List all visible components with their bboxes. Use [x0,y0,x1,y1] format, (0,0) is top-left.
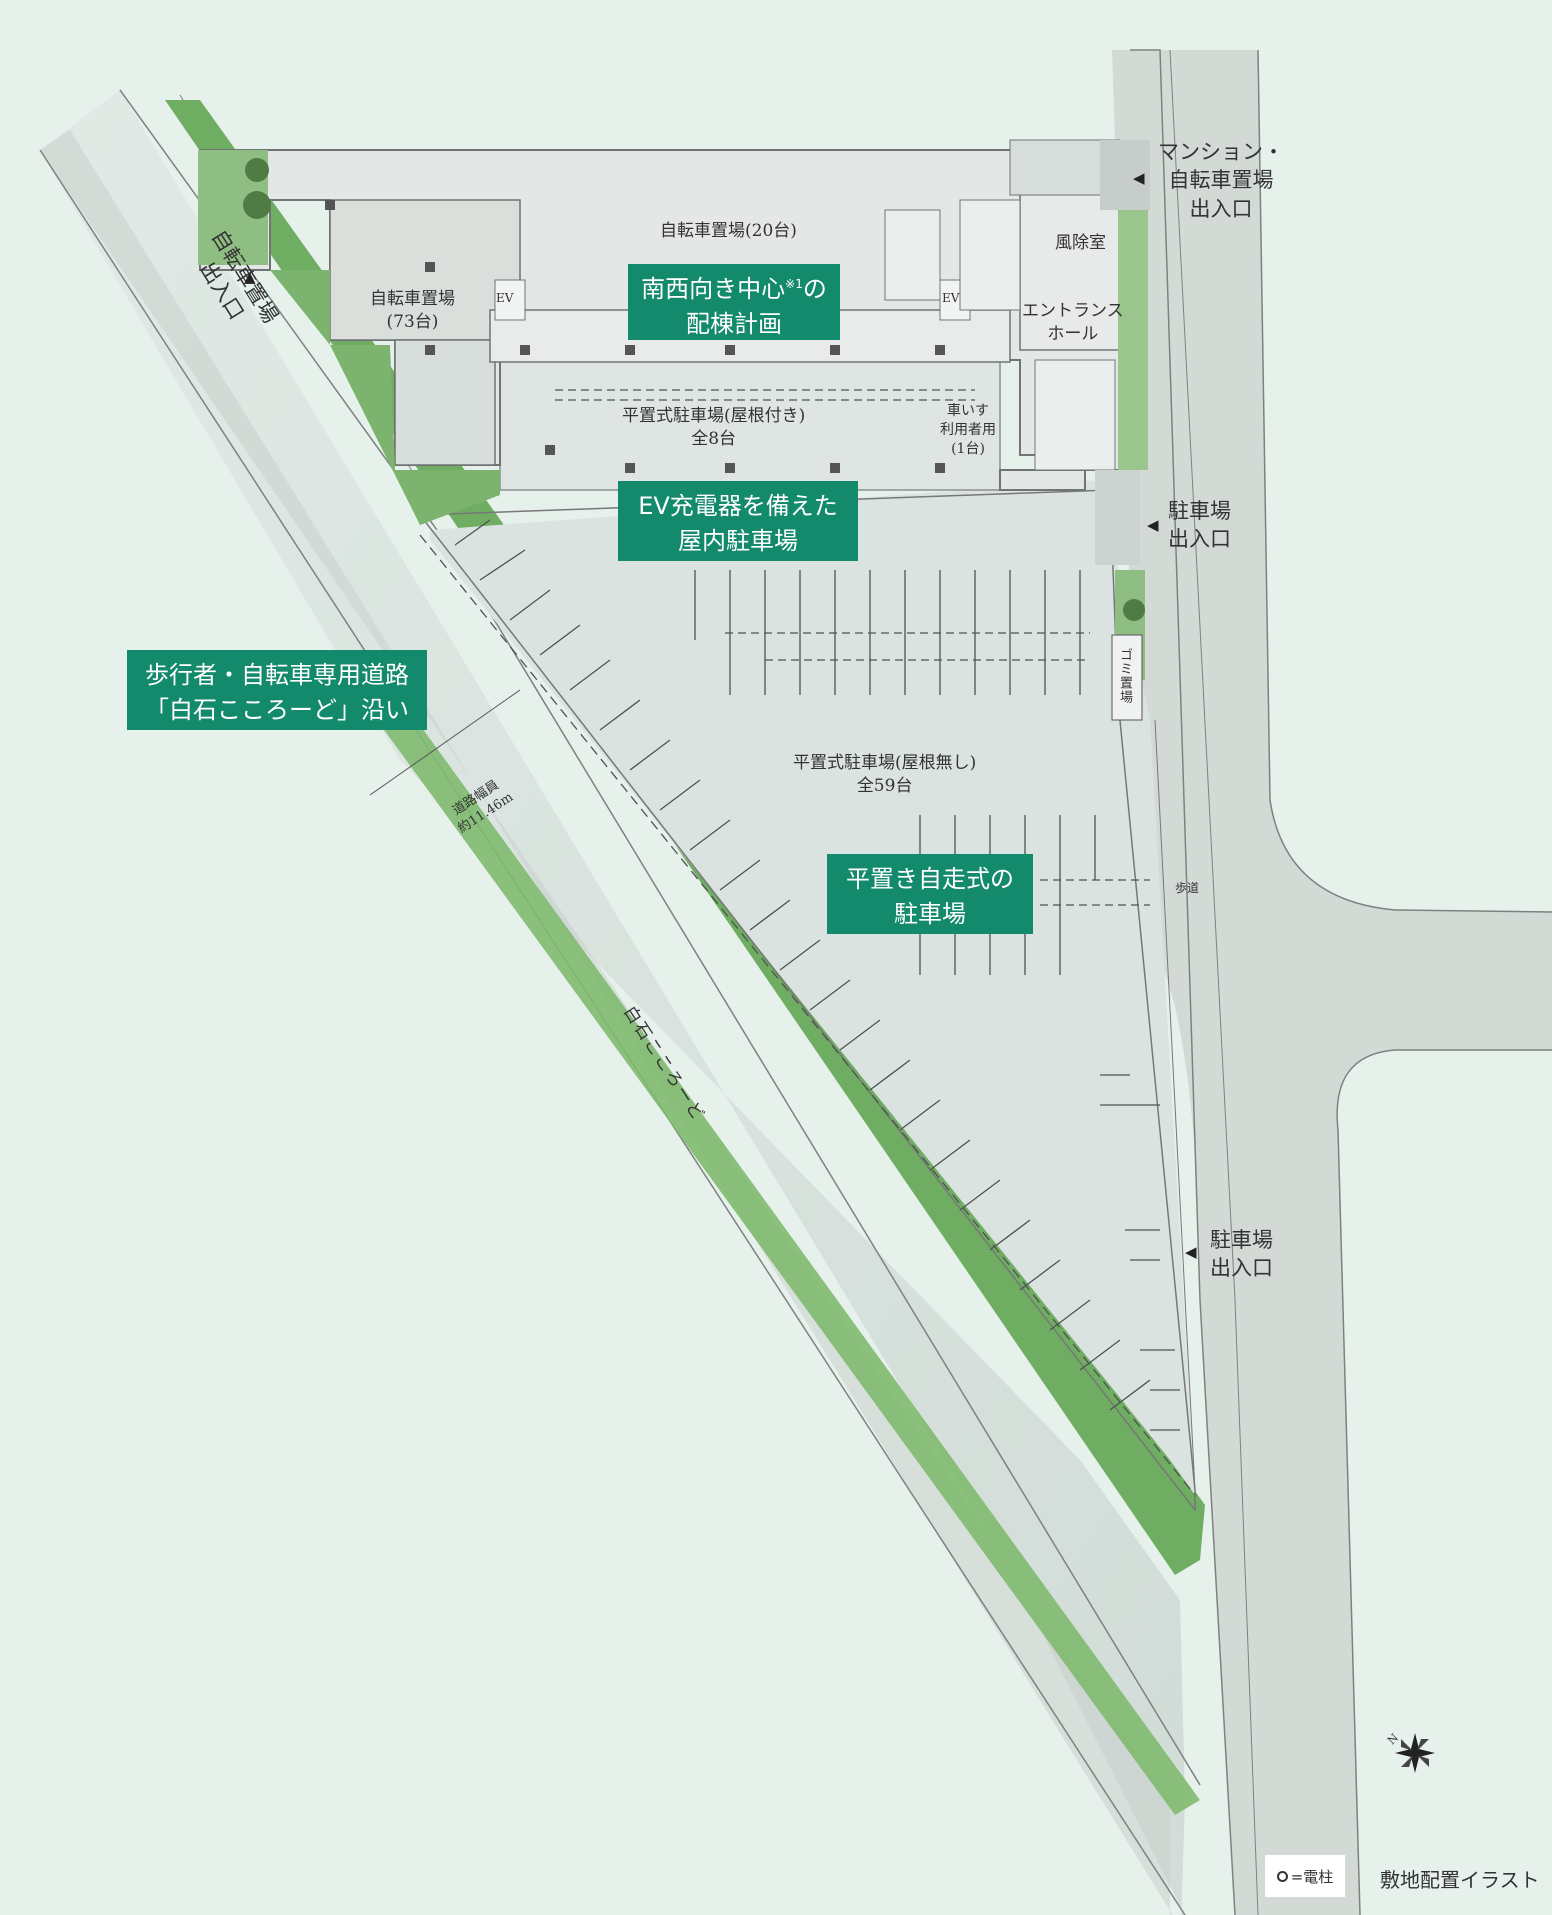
ev-right-label: EV [942,291,960,305]
road-badge: 歩行者・自転車専用道路 「白石こころーど」沿い [127,650,427,730]
sidewalk-label: 歩道 [1175,881,1200,895]
ev-left-label: EV [496,291,514,305]
utility-pole-icon [1276,1870,1288,1882]
covered-parking-area [499,359,1001,491]
parking-entrance-2-arrow-icon: ◀ [1185,1243,1197,1261]
mansion-entrance-arrow-icon: ◀ [1133,169,1145,187]
green-strip-lower [355,670,1200,1815]
road-width-line [369,689,521,796]
parking-entrance-1-arrow-icon: ◀ [1147,516,1159,534]
east-road [1112,49,1552,1915]
garbage-area-label: ゴミ置場 [1117,648,1132,704]
map-caption: 敷地配置イラスト [1380,1868,1540,1892]
landscape-east [1095,140,1150,721]
parking-lot [430,480,1195,1495]
self-parking-badge: 平置き自走式の 駐車場 [827,854,1033,934]
wheelchair-parking-label: 車いす 利用者用 (1台) [940,403,996,457]
parking-entrance-2-label: 駐車場 出入口 [1210,1228,1273,1281]
covered-parking-label: 平置式駐車場(屋根付き) 全8台 [622,406,806,449]
compass-rose [1395,1733,1435,1773]
mansion-bike-entrance-label: マンション・ 自転車置場 出入口 [1158,140,1284,221]
open-parking-label: 平置式駐車場(屋根無し) 全59台 [793,753,977,796]
orientation-badge: 南西向き中心※1の 配棟計画 [628,264,840,340]
parking-stalls [419,389,1196,1496]
entrance-hall-label: エントランス ホール [1022,301,1124,344]
ev-parking-badge: EV充電器を備えた 屋内駐車場 [618,481,858,561]
sidewalk-edge [1154,719,1196,1491]
site-boundary [418,489,1196,1513]
utility-pole-legend: =電柱 [1265,1855,1345,1897]
bike-parking-73-label: 自転車置場 (73台) [370,289,455,332]
wind-room-label: 風除室 [1055,233,1106,253]
landscape-west [198,150,500,525]
bike-parking-20-label: 自転車置場(20台) [660,221,797,241]
bike-entrance-west-arrow-icon: ▲ [244,268,256,286]
parking-entrance-1-label: 駐車場 出入口 [1168,499,1231,552]
